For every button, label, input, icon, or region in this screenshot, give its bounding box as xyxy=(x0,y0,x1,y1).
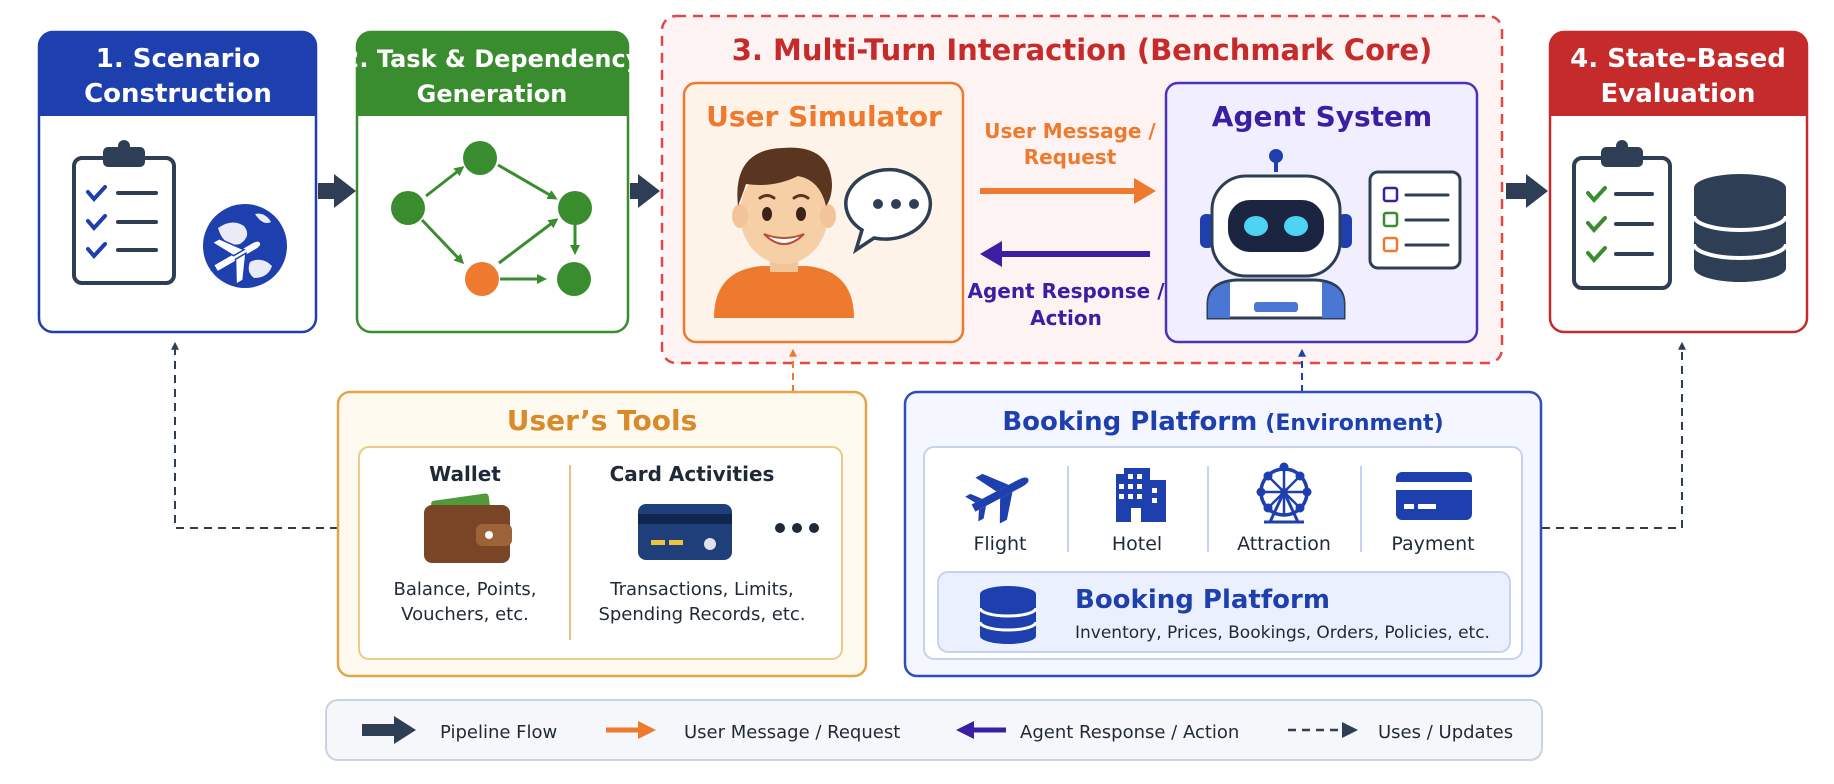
credit-card-icon xyxy=(638,504,732,560)
globe-airplane-icon xyxy=(203,204,287,288)
scenario-title-line1: 1. Scenario xyxy=(96,44,260,74)
legend: Pipeline Flow User Message / Request Age… xyxy=(325,699,1543,761)
user-message-request-arrow: User Message / Request xyxy=(980,119,1156,204)
agent-system-title: Agent System xyxy=(1212,100,1432,133)
service-attraction-label: Attraction xyxy=(1237,533,1331,555)
legend-uses-label: Uses / Updates xyxy=(1378,722,1513,743)
legend-request-label: User Message / Request xyxy=(684,722,900,743)
legend-response-label: Agent Response / Action xyxy=(1020,722,1239,743)
service-flight-label: Flight xyxy=(973,533,1026,555)
robot-icon xyxy=(1200,149,1352,320)
booking-platform-panel: Booking Platform(Environment) Flight xyxy=(903,390,1543,678)
legend-uses-updates: Uses / Updates xyxy=(1288,722,1513,743)
hotel-icon xyxy=(1116,468,1166,522)
pipeline-arrow-2-3 xyxy=(630,174,660,208)
stage-scenario-construction: 1. Scenario Construction xyxy=(37,30,318,334)
task-title-line1: 2. Task & Dependency xyxy=(343,45,642,73)
wallet-desc-line2: Vouchers, etc. xyxy=(401,604,529,625)
clipboard-checklist-icon xyxy=(1572,140,1672,290)
user-simulator-title: User Simulator xyxy=(706,100,942,133)
user-avatar-icon xyxy=(714,147,854,318)
user-simulator-box: User Simulator xyxy=(682,81,965,344)
legend-pipeline-label: Pipeline Flow xyxy=(440,722,557,743)
task-title-line2: Generation xyxy=(417,80,568,108)
wallet-icon xyxy=(424,493,512,563)
evaluation-title-line2: Evaluation xyxy=(1601,79,1756,109)
dependency-graph-icon xyxy=(391,141,592,296)
ferris-wheel-icon xyxy=(1256,462,1312,524)
database-icon xyxy=(1692,174,1788,282)
task-list-icon xyxy=(1368,170,1462,270)
uses-updates-connectors xyxy=(171,341,1686,529)
legend-user-message: User Message / Request xyxy=(606,721,900,743)
scenario-title-line2: Construction xyxy=(84,79,272,109)
stage-state-based-evaluation: 4. State-Based Evaluation xyxy=(1548,30,1809,334)
users-tools-panel: User’s Tools Wallet Balance, Points, Vou… xyxy=(336,390,868,678)
stage-task-dependency-generation: 2. Task & Dependency Generation xyxy=(343,30,642,334)
pipeline-arrow-3-4 xyxy=(1506,174,1548,208)
legend-agent-response: Agent Response / Action xyxy=(956,721,1239,743)
booking-platform-title: Booking Platform(Environment) xyxy=(1002,407,1443,437)
agent-system-box: Agent System xyxy=(1164,81,1479,344)
card-activities-label: Card Activities xyxy=(610,462,775,486)
pipeline-arrows xyxy=(318,174,1548,208)
payment-card-icon xyxy=(1396,472,1472,520)
response-label-line2: Action xyxy=(1030,306,1102,330)
stage-multi-turn-core: 3. Multi-Turn Interaction (Benchmark Cor… xyxy=(660,14,1504,365)
wallet-label: Wallet xyxy=(429,462,501,486)
service-payment-label: Payment xyxy=(1391,533,1474,555)
response-label-line1: Agent Response / xyxy=(967,279,1165,303)
flight-icon xyxy=(965,473,1029,524)
legend-pipeline-flow: Pipeline Flow xyxy=(362,716,557,744)
booking-db-desc: Inventory, Prices, Bookings, Orders, Pol… xyxy=(1075,623,1490,643)
request-label-line1: User Message / xyxy=(984,119,1156,143)
card-activities-desc-line2: Spending Records, etc. xyxy=(598,604,805,625)
pipeline-arrow-1-2 xyxy=(318,174,356,208)
clipboard-checklist-icon xyxy=(72,140,176,285)
request-label-line2: Request xyxy=(1024,145,1117,169)
evaluation-title-line1: 4. State-Based xyxy=(1570,44,1786,74)
service-hotel-label: Hotel xyxy=(1112,533,1162,555)
booking-database-icon xyxy=(978,586,1038,644)
core-title: 3. Multi-Turn Interaction (Benchmark Cor… xyxy=(732,33,1433,67)
more-dots-icon xyxy=(775,523,819,533)
agent-response-action-arrow: Agent Response / Action xyxy=(967,241,1165,330)
speech-bubble-icon xyxy=(844,167,933,255)
card-activities-desc-line1: Transactions, Limits, xyxy=(609,579,794,600)
users-tools-title: User’s Tools xyxy=(507,404,698,437)
wallet-desc-line1: Balance, Points, xyxy=(393,579,536,600)
booking-db-title: Booking Platform xyxy=(1075,585,1330,615)
